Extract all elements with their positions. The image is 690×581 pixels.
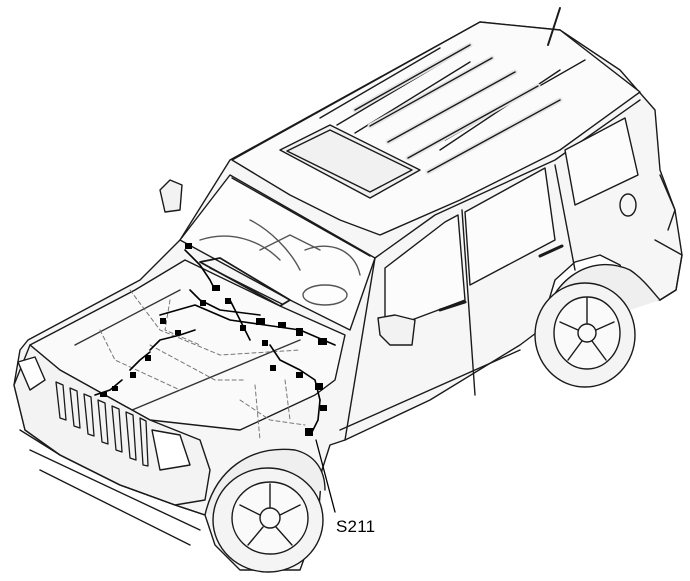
front-wheel bbox=[212, 467, 324, 573]
hidden-lines bbox=[99, 289, 306, 441]
rear-wheel bbox=[534, 282, 636, 388]
s211-leader-line bbox=[315, 439, 336, 513]
s211-callout-label: S211 bbox=[336, 517, 376, 536]
vehicle-body bbox=[13, 7, 683, 573]
harness-connectors bbox=[100, 243, 327, 436]
